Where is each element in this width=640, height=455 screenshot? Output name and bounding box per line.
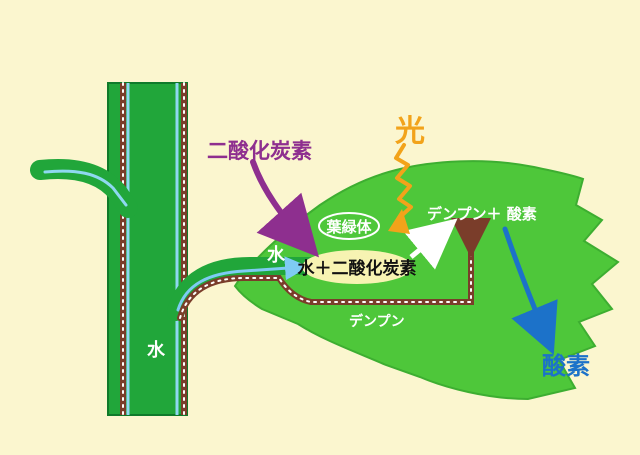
light-zigzag: [394, 143, 413, 220]
left-branch-xylem: [43, 169, 128, 207]
reaction-input-label: 水＋二酸化炭素: [298, 258, 417, 279]
co2-label: 二酸化炭素: [207, 139, 312, 163]
reaction-oval: [302, 250, 412, 284]
chloroplast-label: 葉緑体: [325, 218, 372, 236]
stem-main: [107, 82, 188, 416]
starch-transport-dots: [179, 230, 472, 319]
light-label: 光: [395, 114, 425, 149]
starch-label: デンプン: [349, 313, 405, 330]
light-arrowhead: [388, 209, 410, 234]
reaction-output-arrow: [403, 218, 458, 270]
stem-inner-right-brown: [181, 83, 187, 415]
stem-group: [107, 82, 188, 416]
co2-arrow: [250, 159, 320, 258]
reaction-output-label: デンプン＋ 酸素: [427, 205, 537, 223]
water-stem-label: 水: [147, 339, 166, 361]
water-leaf-label: 水: [267, 244, 286, 266]
leaf-xylem-arrow: [176, 256, 309, 312]
oxygen-arrow: [502, 226, 558, 355]
oxygen-label: 酸素: [542, 352, 590, 380]
stem-inner-left-brown: [120, 83, 126, 415]
